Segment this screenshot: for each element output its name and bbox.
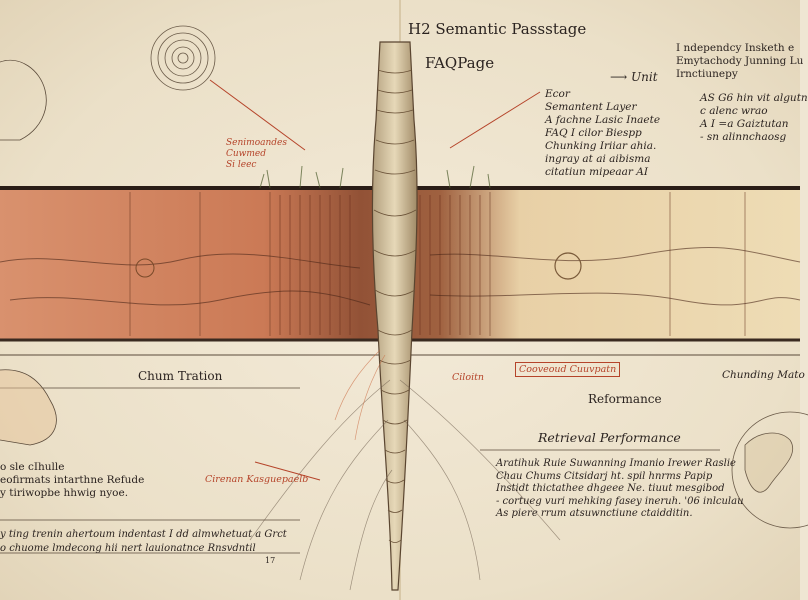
retrieval-paragraph: Aratihuk Ruie Suwanning Imanio Irewer Ra… — [496, 458, 744, 519]
unit-label: ⟶ Unit — [610, 70, 658, 84]
chunking-right-heading: Chunding Mato — [722, 369, 805, 381]
page-number: 17 — [265, 556, 276, 565]
left-notes: o sle cIhulle eofirmats intarthne Refude… — [0, 461, 145, 499]
annotation-right-mid: AS G6 hin vit algutn c alenc wrao A I =a… — [700, 92, 808, 143]
left-red-note: Senimoandes Cuwmed Si leec — [226, 138, 287, 170]
page-subtitle: FAQPage — [425, 54, 495, 72]
chunk-transition-heading: Chum Tration — [138, 369, 223, 383]
retrieval-performance-heading: Retrieval Performance — [538, 430, 681, 445]
red-label-2: Cooveoud Cuuvpatn — [515, 362, 621, 377]
performance-heading: Reformance — [588, 392, 662, 406]
red-label-1: Ciloitn — [452, 372, 485, 383]
annotation-right-top: I ndependcy Insketh e Emytachody Junning… — [676, 42, 804, 80]
page-title: H2 Semantic Passstage — [408, 20, 587, 38]
annotation-center: Ecor Semantent Layer A fachne Lasic Inae… — [545, 88, 661, 178]
red-label-3: Cirenan Kasguepaelb — [205, 474, 309, 485]
bottom-notes: y ting trenin ahertoum indentast I dd al… — [0, 529, 287, 554]
